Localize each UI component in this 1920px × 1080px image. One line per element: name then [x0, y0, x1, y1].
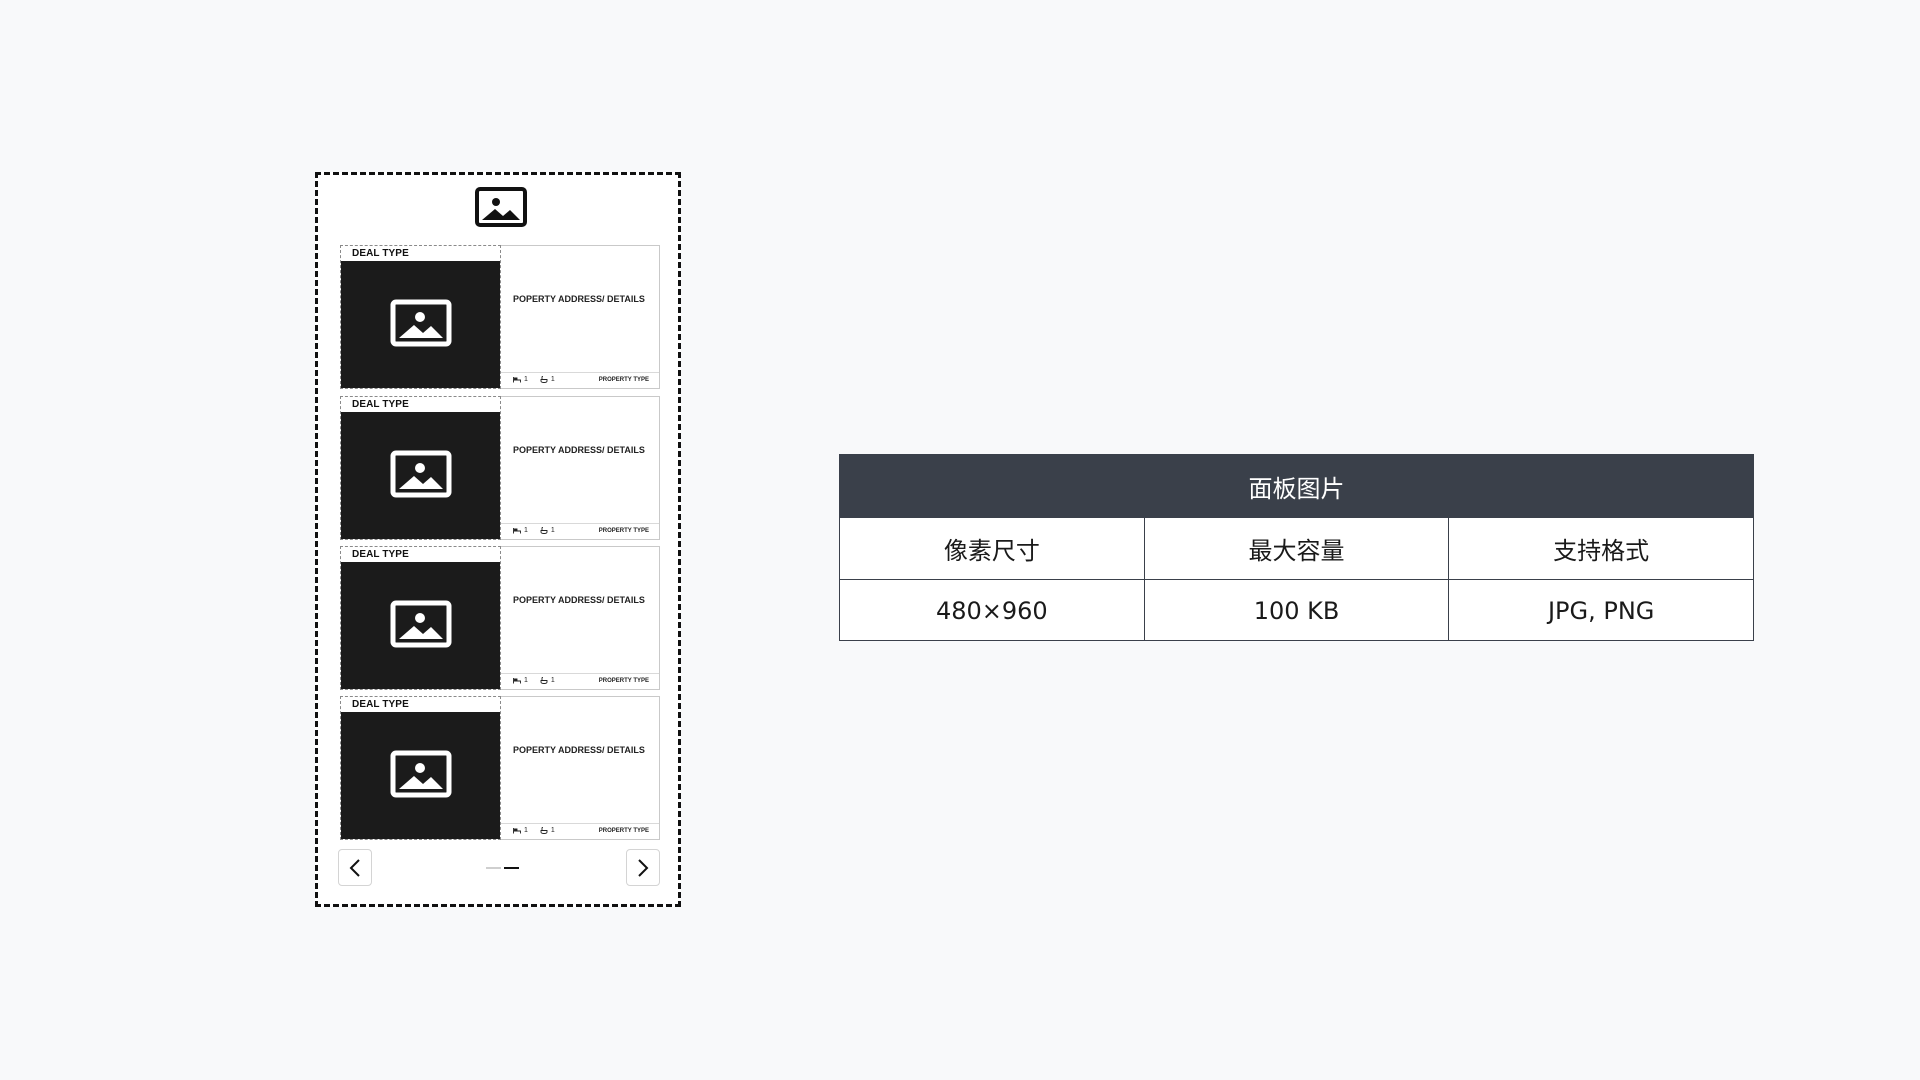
card-image — [341, 712, 500, 839]
baths-count: 1 — [550, 527, 555, 534]
card-footer: 1 1 PROPERTY TYPE — [501, 823, 659, 839]
property-address: POPERTY ADDRESS/ DETAILS — [513, 294, 645, 304]
image-placeholder-icon — [475, 187, 527, 227]
baths-count: 1 — [550, 677, 555, 684]
beds-count: 1 — [524, 677, 528, 684]
card-footer: 1 1 PROPERTY TYPE — [501, 673, 659, 689]
value-pixel-size: 480×960 — [935, 596, 1048, 625]
image-placeholder-icon — [390, 450, 452, 498]
image-placeholder-icon — [390, 750, 452, 798]
spec-table: 面板图片 像素尺寸 最大容量 支持格式 480×960 100 KB JPG, … — [839, 454, 1754, 641]
bath-icon — [540, 376, 548, 383]
property-address: POPERTY ADDRESS/ DETAILS — [513, 595, 645, 605]
image-placeholder-icon — [390, 600, 452, 648]
card-image — [341, 562, 500, 689]
deal-type-label: DEAL TYPE — [352, 248, 409, 259]
card-media: DEAL TYPE — [340, 696, 501, 840]
next-button[interactable] — [626, 849, 660, 886]
bed-icon — [513, 828, 521, 834]
bath-icon — [540, 527, 548, 534]
header-pixel-size: 像素尺寸 — [943, 537, 1040, 565]
card-meta: 1 1 — [513, 527, 555, 534]
card-media: DEAL TYPE — [340, 245, 501, 389]
property-type: PROPERTY TYPE — [598, 377, 649, 383]
pagination-dot[interactable] — [486, 867, 501, 869]
value-max-size: 100 KB — [1143, 580, 1449, 641]
listing-card[interactable]: DEAL TYPE POPERTY ADDRESS/ DETAILS 1 1 P… — [340, 396, 660, 540]
spec-header-row: 像素尺寸 最大容量 支持格式 — [840, 518, 1753, 580]
beds-count: 1 — [524, 376, 528, 383]
listing-card[interactable]: DEAL TYPE POPERTY ADDRESS/ DETAILS 1 1 P… — [340, 696, 660, 840]
bed-icon — [513, 528, 521, 534]
property-type: PROPERTY TYPE — [598, 828, 649, 834]
deal-type-label: DEAL TYPE — [352, 699, 409, 710]
deal-type-label: DEAL TYPE — [352, 399, 409, 410]
bath-icon — [540, 677, 548, 684]
card-footer: 1 1 PROPERTY TYPE — [501, 523, 659, 539]
card-media: DEAL TYPE — [340, 396, 501, 540]
card-meta: 1 1 — [513, 827, 555, 834]
property-address: POPERTY ADDRESS/ DETAILS — [513, 445, 645, 455]
panel-preview: DEAL TYPE POPERTY ADDRESS/ DETAILS 1 1 P… — [315, 172, 681, 907]
bed-icon — [513, 377, 521, 383]
card-media: DEAL TYPE — [340, 546, 501, 690]
header-formats: 支持格式 — [1448, 518, 1753, 579]
listing-card[interactable]: DEAL TYPE POPERTY ADDRESS/ DETAILS 1 1 P… — [340, 245, 660, 389]
beds-count: 1 — [524, 827, 528, 834]
spec-value-row: 480×960 100 KB JPG, PNG — [840, 580, 1753, 641]
beds-count: 1 — [524, 527, 528, 534]
card-image — [341, 261, 500, 388]
header-max-size: 最大容量 — [1143, 518, 1449, 579]
bed-icon — [513, 678, 521, 684]
property-type: PROPERTY TYPE — [598, 528, 649, 534]
bath-icon — [540, 827, 548, 834]
card-footer: 1 1 PROPERTY TYPE — [501, 372, 659, 388]
card-meta: 1 1 — [513, 677, 555, 684]
pagination-dot-active[interactable] — [504, 867, 519, 869]
prev-button[interactable] — [338, 849, 372, 886]
card-image — [341, 412, 500, 539]
deal-type-label: DEAL TYPE — [352, 549, 409, 560]
spec-table-title: 面板图片 — [840, 455, 1753, 518]
property-address: POPERTY ADDRESS/ DETAILS — [513, 745, 645, 755]
image-placeholder-icon — [390, 299, 452, 347]
chevron-right-icon — [638, 859, 649, 877]
baths-count: 1 — [550, 827, 555, 834]
property-type: PROPERTY TYPE — [598, 678, 649, 684]
listing-card[interactable]: DEAL TYPE POPERTY ADDRESS/ DETAILS 1 1 P… — [340, 546, 660, 690]
baths-count: 1 — [550, 376, 555, 383]
value-formats: JPG, PNG — [1448, 580, 1753, 641]
chevron-left-icon — [349, 859, 360, 877]
card-meta: 1 1 — [513, 376, 555, 383]
